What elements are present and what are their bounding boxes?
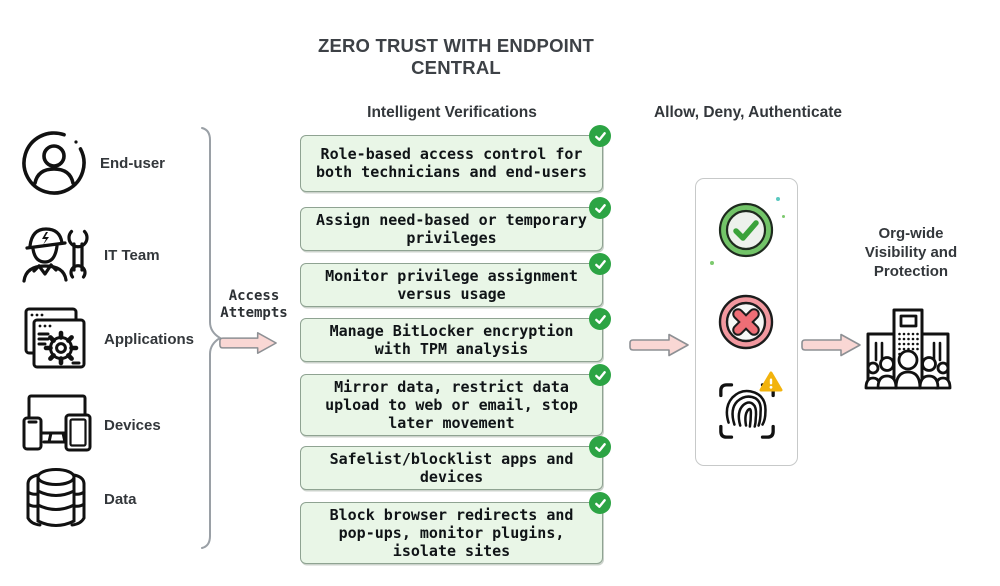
decision-panel bbox=[695, 178, 798, 466]
verification-box: Safelist/blocklist apps and devices bbox=[300, 436, 611, 490]
org-building-icon bbox=[864, 306, 952, 395]
flow-arrow-icon bbox=[799, 331, 863, 364]
verification-text: Mirror data, restrict data upload to web… bbox=[325, 377, 578, 433]
verification-box: Assign need-based or temporary privilege… bbox=[300, 197, 611, 251]
check-circle-icon bbox=[589, 308, 611, 330]
access-attempts-label: Access Attempts bbox=[220, 288, 288, 321]
source-item-applications: Applications bbox=[20, 304, 194, 374]
applications-icon bbox=[20, 304, 92, 374]
outcome-label: Org-wide Visibility and Protection bbox=[864, 225, 958, 281]
source-item-it-team: IT Team bbox=[20, 220, 160, 290]
source-label: End-user bbox=[100, 154, 166, 172]
verification-box: Mirror data, restrict data upload to web… bbox=[300, 364, 611, 436]
warning-icon bbox=[759, 371, 783, 398]
it-team-icon bbox=[20, 219, 92, 291]
sparkle-dot bbox=[782, 215, 785, 218]
sparkle-dot bbox=[710, 261, 714, 265]
source-item-end-user: End-user bbox=[20, 128, 165, 198]
check-circle-icon bbox=[589, 125, 611, 147]
source-item-data: Data bbox=[20, 464, 137, 534]
verification-text: Block browser redirects and pop-ups, mon… bbox=[329, 505, 574, 561]
grouping-brace bbox=[192, 126, 226, 555]
sparkle-dot bbox=[776, 197, 780, 201]
verification-text: Safelist/blocklist apps and devices bbox=[329, 449, 574, 486]
deny-badge-icon bbox=[717, 293, 775, 356]
source-label: Applications bbox=[104, 330, 195, 348]
verification-text: Assign need-based or temporary privilege… bbox=[316, 210, 587, 247]
verification-box: Monitor privilege assignment versus usag… bbox=[300, 253, 611, 307]
check-circle-icon bbox=[589, 492, 611, 514]
check-circle-icon bbox=[589, 436, 611, 458]
check-circle-icon bbox=[589, 197, 611, 219]
verification-box: Block browser redirects and pop-ups, mon… bbox=[300, 492, 611, 564]
end-user-icon bbox=[20, 129, 88, 197]
decision-heading: Allow, Deny, Authenticate bbox=[653, 104, 843, 121]
devices-icon bbox=[20, 391, 92, 459]
verifications-heading: Intelligent Verifications bbox=[367, 104, 537, 121]
flow-arrow-icon bbox=[217, 329, 279, 362]
page-title: ZERO TRUST WITH ENDPOINT CENTRAL bbox=[317, 35, 595, 78]
verification-box: Role-based access control for both techn… bbox=[300, 125, 611, 192]
source-item-devices: Devices bbox=[20, 390, 161, 460]
source-label: Devices bbox=[104, 416, 161, 434]
allow-badge-icon bbox=[717, 201, 775, 264]
check-circle-icon bbox=[589, 364, 611, 386]
verification-text: Monitor privilege assignment versus usag… bbox=[325, 266, 578, 303]
source-label: IT Team bbox=[104, 246, 160, 264]
flow-arrow-icon bbox=[627, 331, 691, 364]
verification-box: Manage BitLocker encryption with TPM ana… bbox=[300, 308, 611, 362]
data-icon bbox=[20, 464, 92, 534]
verification-text: Role-based access control for both techn… bbox=[316, 145, 587, 182]
source-label: Data bbox=[104, 490, 137, 508]
verification-text: Manage BitLocker encryption with TPM ana… bbox=[329, 321, 574, 358]
check-circle-icon bbox=[589, 253, 611, 275]
